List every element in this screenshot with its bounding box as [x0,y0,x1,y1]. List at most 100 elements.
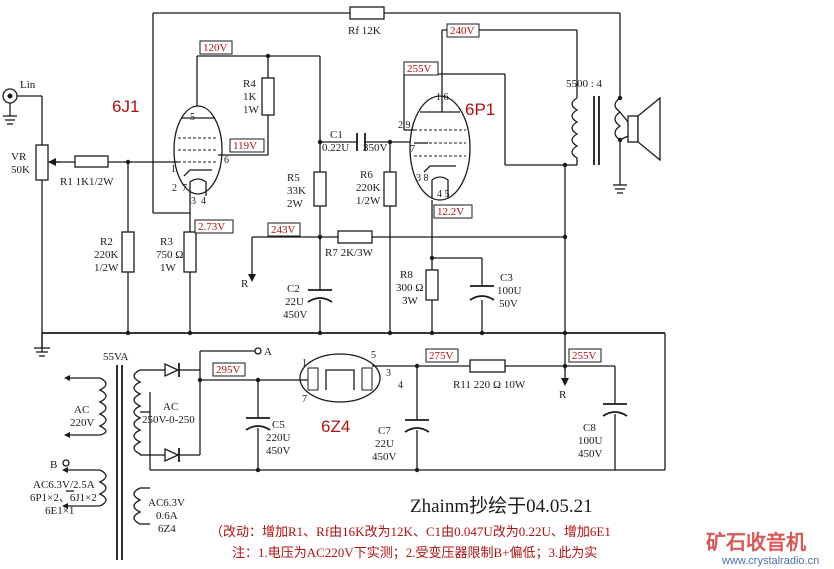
svg-text:C2: C2 [287,283,300,295]
wiring [3,12,666,471]
resistor-R4 [261,77,275,116]
node-markers [248,272,569,386]
svg-text:7: 7 [182,183,187,194]
signature-text: Zhainm抄绘于04.05.21 [410,495,593,517]
svg-text:250V-0-250: 250V-0-250 [142,414,195,426]
svg-text:R7 2K/3W: R7 2K/3W [325,247,374,259]
svg-text:R8: R8 [400,269,413,281]
svg-text:220K: 220K [356,182,381,194]
svg-text:C3: C3 [500,272,513,284]
voltage-tags: 120V 119V 2.73V 243V 240V 255V 12.2V 295… [194,23,602,377]
tube-label-6J1: 6J1 [112,97,139,116]
rectifier-diodes [164,362,189,463]
svg-text:220V: 220V [70,417,95,429]
pot-value: 50K [11,164,30,176]
svg-text:R2: R2 [100,236,113,248]
svg-text:R: R [241,278,249,290]
tube-label-6Z4: 6Z4 [321,417,350,436]
svg-text:33K: 33K [287,185,306,197]
svg-text:220U: 220U [266,432,291,444]
svg-text:2W: 2W [287,198,304,210]
svg-text:1/2W: 1/2W [356,195,381,207]
resistor-R6 [383,171,397,207]
svg-text:243V: 243V [271,224,296,236]
resistor-R8 [425,269,439,301]
svg-text:0.22U: 0.22U [322,142,349,154]
svg-text:AC6.3V/2.5A: AC6.3V/2.5A [33,479,95,491]
resistor-Rf [349,6,385,20]
resistor-R5 [313,171,327,207]
pot-label: VR [11,151,27,163]
svg-text:295V: 295V [216,364,241,376]
tube-label-6P1: 6P1 [465,100,495,119]
svg-text:1: 1 [171,164,176,175]
watermark: 矿石收音机 www.crystalradio.cn [706,530,819,567]
svg-text:450V: 450V [372,451,397,463]
svg-text:3: 3 [191,196,196,207]
labels: 6J1 6P1 6Z4 R1 1K1/2W R2 220K 1/2W R3 75… [30,25,603,535]
resistor-R3 [183,231,197,273]
svg-text:5: 5 [190,112,195,123]
svg-text:275V: 275V [429,350,454,362]
svg-text:22U: 22U [285,296,304,308]
svg-text:3 8: 3 8 [416,173,429,184]
label-R1: R1 1K1/2W [60,176,114,188]
tube-6Z4 [299,353,381,403]
svg-text:AC: AC [74,404,89,416]
svg-text:C8: C8 [583,422,596,434]
svg-text:R11 220 Ω 10W: R11 220 Ω 10W [453,379,526,391]
watermark-name: 矿石收音机 [706,530,806,554]
resistors [74,6,506,373]
svg-text:2 9: 2 9 [398,120,411,131]
svg-text:450V: 450V [283,309,308,321]
svg-text:12.2V: 12.2V [437,206,464,218]
notes: Zhainm抄绘于04.05.21 （改动：增加R1、Rf由16K改为12K、C… [210,495,611,561]
svg-text:6: 6 [224,155,229,166]
svg-text:220K: 220K [94,249,119,261]
svg-text:6Z4: 6Z4 [158,523,176,535]
svg-text:Rf 12K: Rf 12K [348,25,381,37]
svg-text:4: 4 [398,380,403,391]
capacitors [245,133,628,433]
svg-text:7: 7 [410,144,415,155]
svg-text:C5: C5 [272,419,285,431]
svg-text:3: 3 [386,368,391,379]
svg-text:C1: C1 [330,129,343,141]
svg-text:450V: 450V [578,448,603,460]
svg-text:R5: R5 [287,172,300,184]
svg-text:22U: 22U [375,438,394,450]
svg-text:2.73V: 2.73V [198,221,225,233]
svg-text:100U: 100U [578,435,603,447]
svg-text:AC6.3V: AC6.3V [148,497,185,509]
svg-text:R3: R3 [160,236,173,248]
speaker-icon [619,96,661,162]
power-transformer: 55VA [62,351,150,560]
svg-text:1K: 1K [243,91,257,103]
resistor-R11 [469,359,506,373]
change-note: （改动：增加R1、Rf由16K改为12K、C1由0.047U改为0.22U、增加… [210,524,611,539]
svg-text:R4: R4 [243,78,256,90]
svg-text:1W: 1W [243,104,260,116]
svg-text:R: R [559,389,567,401]
svg-text:AC: AC [163,401,178,413]
svg-text:50V: 50V [499,298,518,310]
svg-text:3W: 3W [402,295,419,307]
volume-pot-VR[interactable] [35,144,60,181]
svg-text:300 Ω: 300 Ω [396,282,423,294]
resistor-R7 [337,230,373,244]
svg-text:750 Ω: 750 Ω [156,249,183,261]
svg-text:240V: 240V [450,25,475,37]
input-jack[interactable]: Lin [2,79,36,104]
svg-text:5: 5 [371,350,376,361]
svg-text:255V: 255V [407,63,432,75]
output-transformer: 5500 : 4 [566,78,622,165]
svg-text:120V: 120V [203,42,228,54]
svg-text:1/2W: 1/2W [94,262,119,274]
tube-6P1 [404,95,471,201]
svg-text:350V: 350V [363,142,388,154]
svg-text:450V: 450V [266,445,291,457]
remark-note: 注：1.电压为AC220V下实测；2.受变压器限制B+偏低；3.此为实 [232,545,597,561]
watermark-url: www.crystalradio.cn [721,555,819,567]
svg-text:255V: 255V [572,350,597,362]
